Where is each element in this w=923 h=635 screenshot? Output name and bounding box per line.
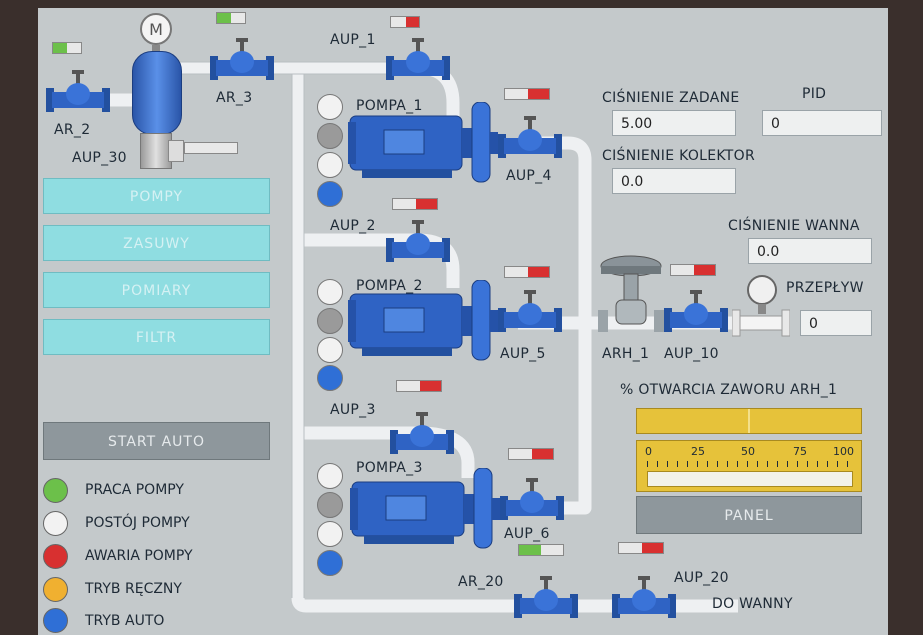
control-valve-arh-1[interactable] [598,252,664,344]
label-arh-1: ARH_1 [602,346,650,362]
pump3-lamp-white2 [317,521,343,547]
scale-tick-0: 0 [645,445,652,458]
start-auto-button[interactable]: START AUTO [43,422,270,460]
label-pompa-1: POMPA_1 [356,98,423,114]
pump1-lamp-white2 [317,152,343,178]
pump2-lamp-blue [317,365,343,391]
zasuwy-button[interactable]: ZASUWY [43,225,270,261]
cisnienie-kolektor-label: CIŚNIENIE KOLEKTOR [602,148,756,164]
scale-tick-100: 100 [833,445,854,458]
valve-aup-20[interactable] [612,576,676,626]
scale-tick-25: 25 [691,445,705,458]
label-pompa-2: POMPA_2 [356,278,423,294]
przeplyw-field[interactable]: 0 [800,310,872,336]
label-aup-20: AUP_20 [674,570,729,586]
legend-postoj-pompy: POSTÓJ POMPY [85,515,190,531]
flow-meter [732,275,790,337]
valve-ar-3[interactable] [210,38,274,88]
cisnienie-wanna-field[interactable]: 0.0 [748,238,872,264]
valve-aup-5[interactable] [498,290,562,340]
pompy-button[interactable]: POMPY [43,178,270,214]
aup20-status-indicator [618,542,664,554]
panel-button[interactable]: PANEL [636,496,862,534]
valve-aup-3[interactable] [390,412,454,462]
pump2-lamp-gray [317,308,343,334]
valve-aup-10[interactable] [664,290,728,340]
ar2-status-indicator [52,42,82,54]
motor-m-icon: M [140,13,172,45]
aup6-status-indicator [508,448,554,460]
label-pompa-3: POMPA_3 [356,460,423,476]
label-aup-4: AUP_4 [506,168,552,184]
scale-tick-75: 75 [793,445,807,458]
label-aup-1: AUP_1 [330,32,376,48]
valve-opening-bar [636,408,862,434]
label-aup-5: AUP_5 [500,346,546,362]
pump3-lamp-blue [317,550,343,576]
aup3-status-indicator [396,380,442,392]
cisnienie-zadane-label: CIŚNIENIE ZADANE [602,90,740,106]
label-aup-2: AUP_2 [330,218,376,234]
legend-dot-awaria [43,544,68,569]
label-aup-10: AUP_10 [664,346,719,362]
pid-label: PID [802,86,827,102]
ar3-status-indicator [216,12,246,24]
aup30-valve-stem[interactable] [168,140,184,162]
label-ar-3: AR_3 [216,90,253,106]
label-ar-2: AR_2 [54,122,91,138]
scale-tick-50: 50 [741,445,755,458]
aup4-status-indicator [504,88,550,100]
label-aup-6: AUP_6 [504,526,550,542]
pomiary-button[interactable]: POMIARY [43,272,270,308]
valve-aup-4[interactable] [498,116,562,166]
pump2-lamp-white2 [317,337,343,363]
legend-dot-postoj [43,511,68,536]
pump1-lamp-white [317,94,343,120]
label-aup-3: AUP_3 [330,402,376,418]
pump-2[interactable] [348,280,498,364]
aup1-status-indicator [390,16,420,28]
cisnienie-kolektor-field[interactable]: 0.0 [612,168,736,194]
pump1-lamp-blue [317,181,343,207]
aup5-status-indicator [504,266,550,278]
cisnienie-zadane-field[interactable]: 5.00 [612,110,736,136]
label-do-wanny: DO WANNY [712,596,793,612]
legend-dot-reczny [43,577,68,602]
pump-1[interactable] [348,102,498,186]
pump1-lamp-gray [317,123,343,149]
legend-awaria-pompy: AWARIA POMPY [85,548,193,564]
legend-dot-praca [43,478,68,503]
valve-opening-title: % OTWARCIA ZAWORU ARH_1 [620,382,838,398]
valve-aup-2[interactable] [386,220,450,270]
label-ar-20: AR_20 [458,574,504,590]
aup10-status-indicator [670,264,716,276]
aup30-status-indicator [184,142,238,154]
aup2-status-indicator [392,198,438,210]
hmi-screen: M [38,8,888,635]
valve-ar-20[interactable] [514,576,578,626]
tank-motor[interactable]: M [128,13,188,169]
pump3-lamp-gray [317,492,343,518]
valve-opening-scale: 0 25 50 75 100 [636,440,862,492]
pid-field[interactable]: 0 [762,110,882,136]
cisnienie-wanna-label: CIŚNIENIE WANNA [728,218,860,234]
legend-tryb-auto: TRYB AUTO [85,613,165,629]
motor-m-label: M [149,20,163,39]
valve-aup-1[interactable] [386,38,450,88]
valve-aup-6[interactable] [500,478,564,528]
filtr-button[interactable]: FILTR [43,319,270,355]
legend-praca-pompy: PRACA POMPY [85,482,184,498]
legend-tryb-reczny: TRYB RĘCZNY [85,581,182,597]
przeplyw-label: PRZEPŁYW [786,280,864,296]
legend-dot-auto [43,608,68,633]
pump2-lamp-white [317,279,343,305]
pump-3[interactable] [350,468,500,552]
pump3-lamp-white [317,463,343,489]
label-aup-30: AUP_30 [72,150,127,166]
ar20-status-indicator [518,544,564,556]
valve-ar-2[interactable] [46,70,110,120]
